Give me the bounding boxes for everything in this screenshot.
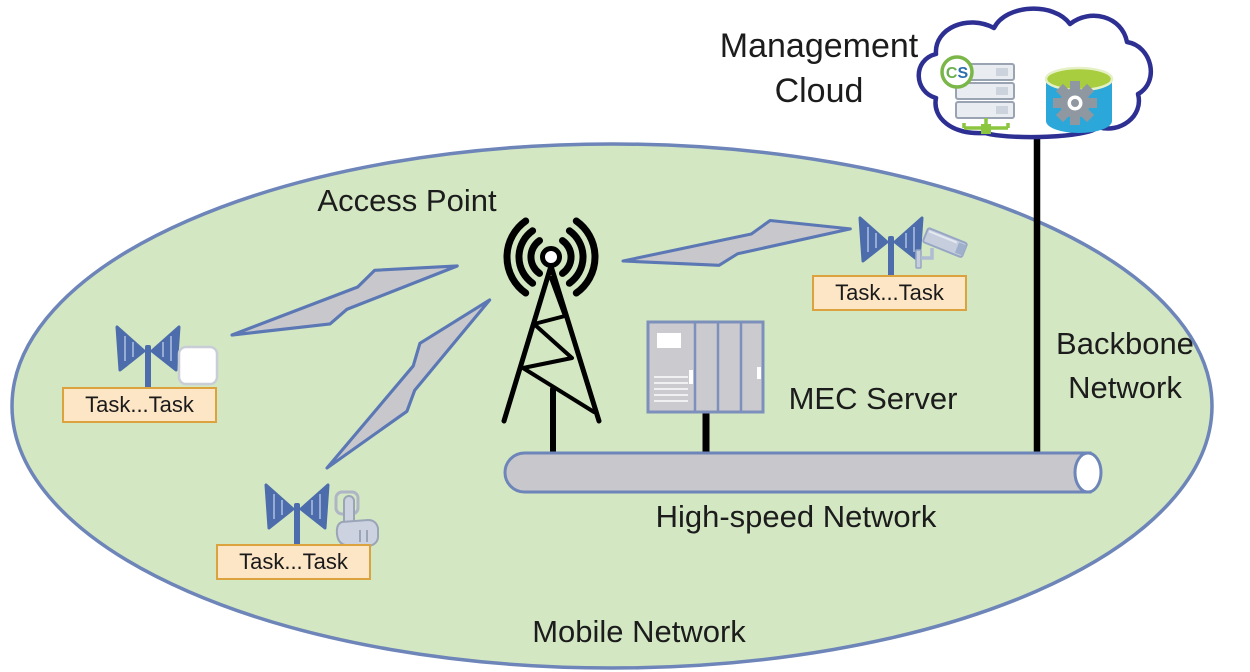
gear-icon [1053,81,1097,125]
device-camera [858,216,968,282]
mec-server-label: MEC Server [788,381,958,416]
device-iot-box [115,325,219,391]
white-box-device [177,345,219,386]
database-gear-icon [1044,66,1114,133]
server-stack-icon: CS [940,55,1015,134]
management-cloud-icon: CS [916,6,1154,140]
high-speed-network-label: High-speed Network [655,499,937,534]
cctv-camera-icon [915,227,968,269]
svg-text:CS: CS [946,65,969,82]
mobile-network-label: Mobile Network [532,614,746,649]
mec-server-icon [646,320,765,414]
access-point-label: Access Point [317,183,497,218]
task-label-left: Task...Task [62,387,217,423]
access-point-tower-icon [501,217,602,460]
backbone-network-label: Backbone Network [1056,326,1194,405]
task-label-right: Task...Task [812,275,967,311]
management-cloud-label: Management Cloud [719,27,919,110]
task-label-bottom: Task...Task [216,544,371,580]
high-speed-network-pipe [503,451,1103,494]
